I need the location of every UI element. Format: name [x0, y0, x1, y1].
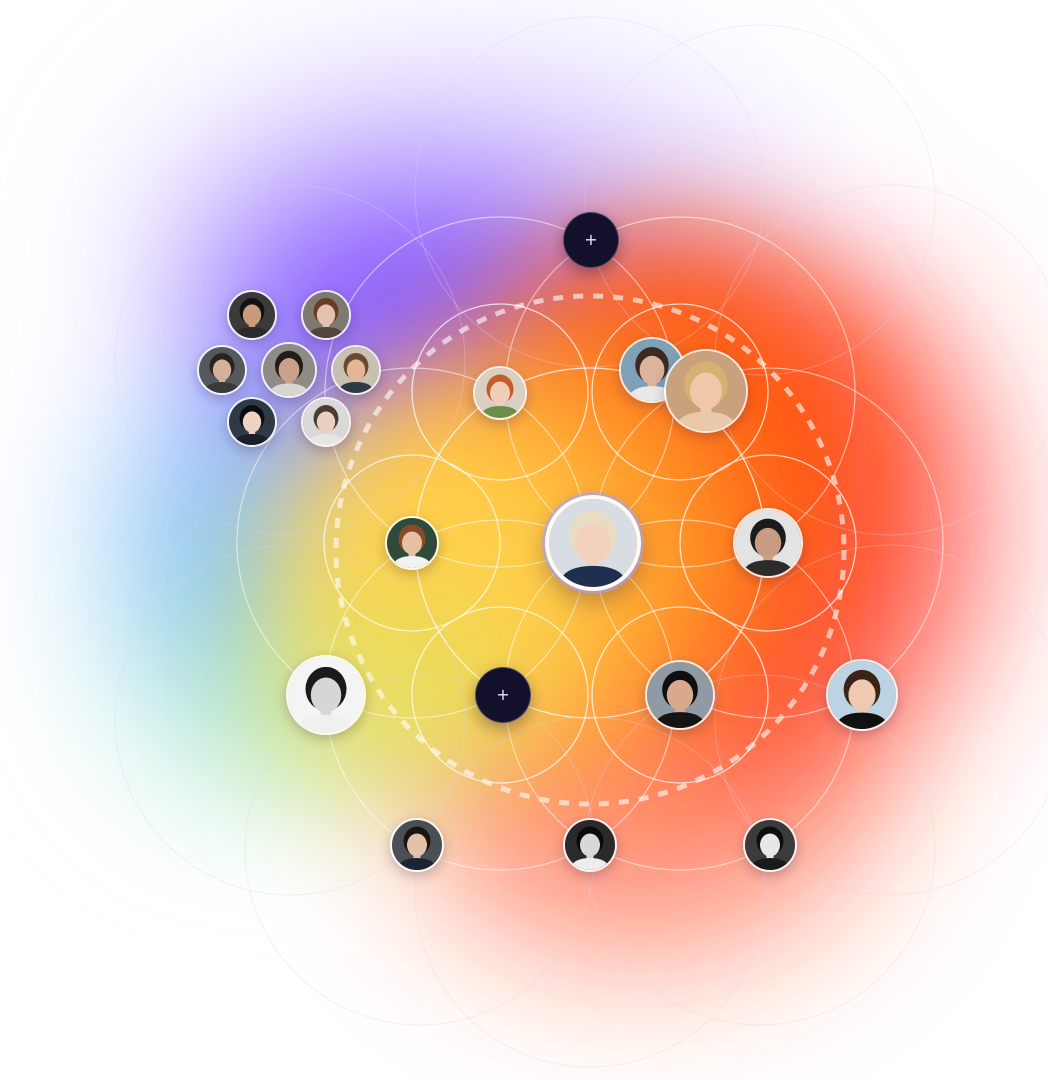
person-photo — [303, 292, 349, 338]
person-photo — [392, 820, 442, 870]
avatar-center[interactable] — [545, 495, 641, 591]
avatar-top-left[interactable] — [473, 366, 527, 420]
person-photo — [263, 344, 315, 396]
avatar-cluster-4[interactable] — [261, 342, 317, 398]
avatar-cluster-1[interactable] — [227, 290, 277, 340]
avatar-row-bottom-1[interactable] — [390, 818, 444, 872]
person-photo — [229, 399, 275, 445]
avatar-cluster-7[interactable] — [301, 397, 351, 447]
avatar-bottom-right[interactable] — [826, 659, 898, 731]
avatar-row-bottom-2[interactable] — [563, 818, 617, 872]
avatar-cluster-3[interactable] — [197, 345, 247, 395]
person-photo — [666, 351, 746, 431]
person-photo — [647, 662, 713, 728]
person-photo — [735, 510, 801, 576]
person-photo — [387, 518, 437, 568]
avatar-right[interactable] — [733, 508, 803, 578]
plus-icon: + — [584, 230, 598, 249]
avatar-cluster-2[interactable] — [301, 290, 351, 340]
plus-icon: + — [496, 685, 510, 704]
avatar-row-bottom-3[interactable] — [743, 818, 797, 872]
person-photo — [288, 657, 364, 733]
avatar-bottom-left[interactable] — [286, 655, 366, 735]
avatar-bottom-center-right[interactable] — [645, 660, 715, 730]
add-connection-button[interactable]: + — [563, 212, 619, 268]
avatar-top-right-1[interactable] — [619, 337, 685, 403]
person-photo — [828, 661, 896, 729]
avatar-top-right-2[interactable] — [664, 349, 748, 433]
person-photo — [229, 292, 275, 338]
avatar-cluster-6[interactable] — [227, 397, 277, 447]
avatar-cluster-5[interactable] — [331, 345, 381, 395]
person-photo — [549, 499, 637, 587]
person-photo — [199, 347, 245, 393]
add-connection-button[interactable]: + — [475, 667, 531, 723]
person-photo — [303, 399, 349, 445]
person-photo — [475, 368, 525, 418]
person-photo — [745, 820, 795, 870]
avatar-left[interactable] — [385, 516, 439, 570]
person-photo — [565, 820, 615, 870]
person-photo — [621, 339, 683, 401]
person-photo — [333, 347, 379, 393]
